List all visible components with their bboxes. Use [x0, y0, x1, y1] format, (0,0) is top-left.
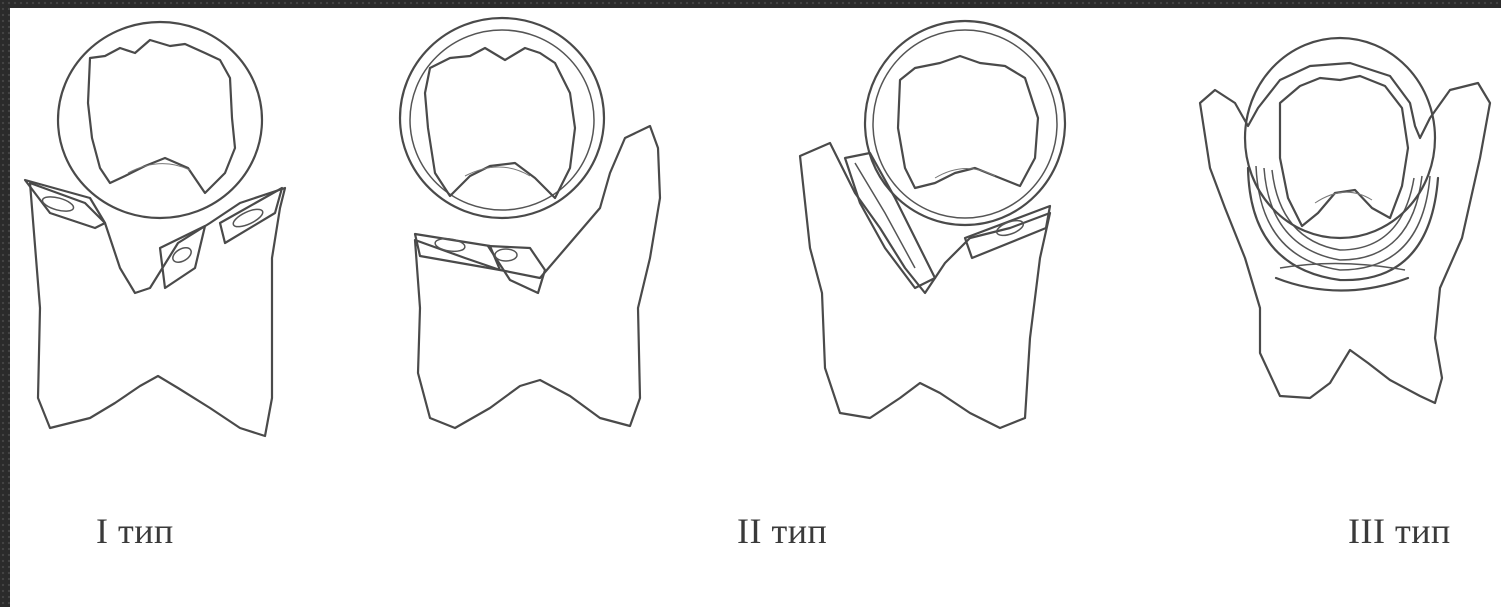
caption-type-1: I тип	[96, 510, 174, 552]
tooth-type-1	[25, 22, 285, 436]
tooth-type-2b	[800, 21, 1065, 428]
tooth-type-2	[400, 18, 660, 428]
figure-canvas: I тип II тип III тип	[10, 8, 1501, 607]
caption-type-2: II тип	[737, 510, 827, 552]
caption-type-3: III тип	[1348, 510, 1451, 552]
tooth-type-3	[1200, 38, 1490, 403]
